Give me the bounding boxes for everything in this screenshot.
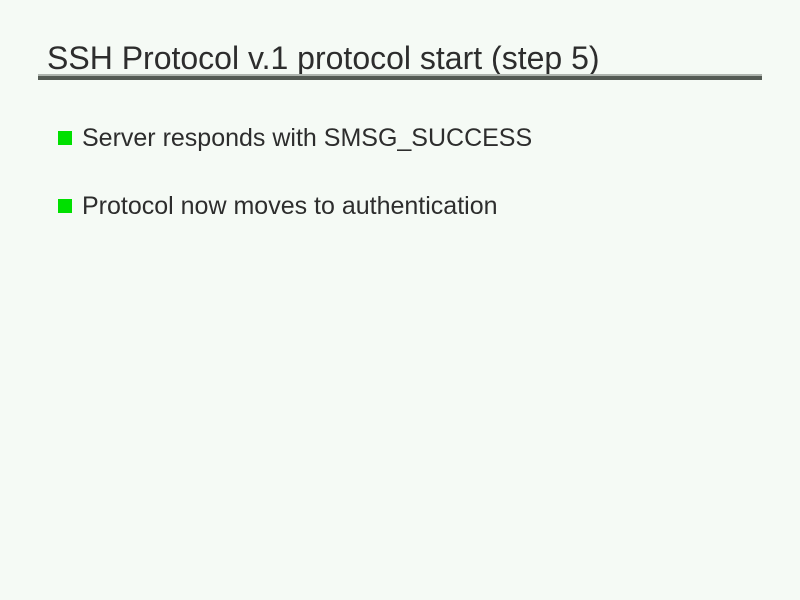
bullet-text: Server responds with SMSG_SUCCESS [82, 124, 533, 152]
page-title: SSH Protocol v.1 protocol start (step 5) [47, 40, 600, 76]
bullet-square-icon [58, 131, 72, 145]
list-item: Server responds with SMSG_SUCCESS [58, 125, 532, 151]
bullet-text: Protocol now moves to authentication [82, 192, 498, 220]
bullet-square-icon [58, 199, 72, 213]
list-item: Protocol now moves to authentication [58, 193, 498, 219]
title-underline-rule [38, 74, 762, 80]
